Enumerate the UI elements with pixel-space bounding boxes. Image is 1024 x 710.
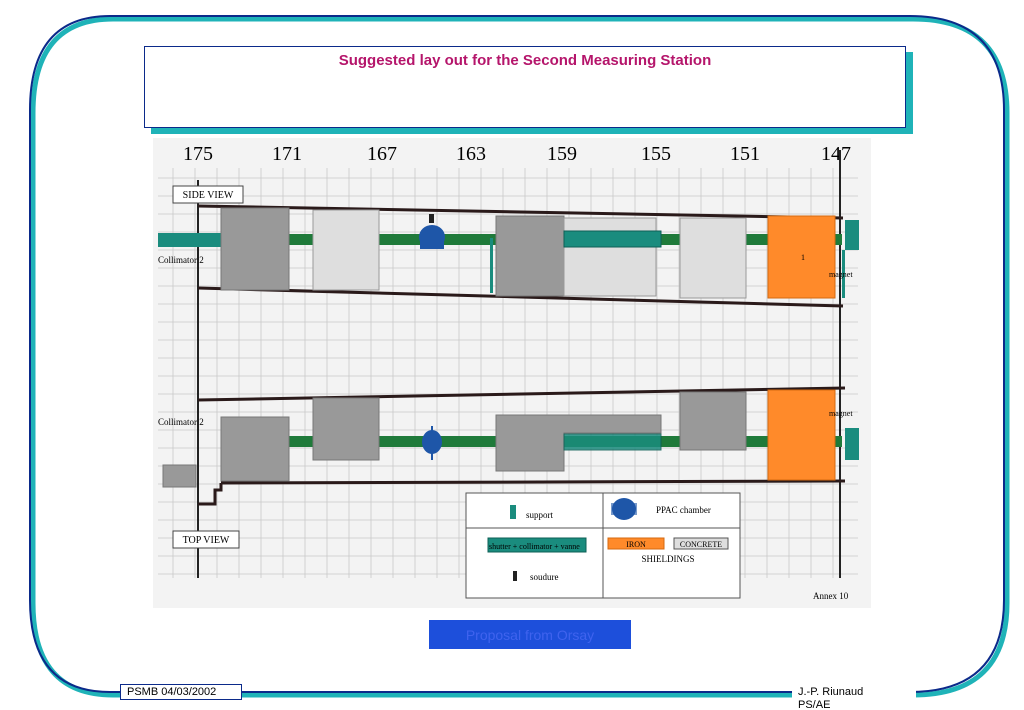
- legend-iron-swatch: [607, 537, 665, 550]
- legend-soudure-swatch: [513, 571, 517, 581]
- annex-label: Annex 10: [813, 591, 849, 601]
- marker-one: 1: [801, 253, 805, 262]
- side-view-label: SIDE VIEW: [183, 190, 234, 201]
- side-concrete-block-4: [563, 217, 657, 297]
- legend-support-swatch: [510, 505, 516, 519]
- legend-shutter-label: shutter + collimator + vanne: [489, 542, 580, 551]
- scale-label-151: 151: [730, 143, 760, 165]
- top-view-label: TOP VIEW: [183, 535, 230, 546]
- collimator-label-side: Collimator 2: [158, 255, 204, 265]
- side-support: [490, 238, 493, 293]
- side-upper-envelope: [197, 204, 844, 220]
- side-soudure: [429, 214, 434, 223]
- scale-label-155: 155: [641, 143, 671, 165]
- side-collimator-block: [158, 233, 222, 247]
- footer-date: PSMB 04/03/2002: [120, 684, 242, 700]
- side-concrete-block-2: [312, 209, 380, 291]
- top-concrete-block-1: [220, 416, 290, 482]
- scale-label-171: 171: [272, 143, 302, 165]
- top-concrete-block-2: [312, 397, 380, 461]
- legend-soudure-label: soudure: [530, 572, 559, 582]
- legend-iron-label: IRON: [626, 540, 646, 549]
- side-shutter-collimator: [563, 230, 662, 248]
- footer-author-dept: PS/AE: [798, 699, 831, 710]
- slide-title: Suggested lay out for the Second Measuri…: [338, 52, 712, 69]
- top-view-label-box: [172, 530, 240, 549]
- side-magnet: [845, 220, 859, 250]
- top-lower-envelope: [220, 479, 846, 485]
- scale-label-175: 175: [183, 143, 213, 165]
- proposal-banner: Proposal from Orsay: [429, 620, 631, 649]
- side-concrete-block-5: [679, 217, 747, 299]
- collimator-label-top: Collimator 2: [158, 417, 204, 427]
- top-envelope-step: [198, 483, 223, 506]
- scale-label-147: 147: [821, 143, 851, 165]
- top-upper-envelope: [197, 386, 846, 402]
- top-collimator-block: [162, 464, 197, 488]
- top-magnet: [845, 428, 859, 460]
- legend: support PPAC chamber shutter + collimato…: [465, 492, 741, 599]
- footer-author: J.-P. Riunaud PS/AE: [792, 686, 916, 710]
- legend-ppac-label: PPAC chamber: [656, 505, 711, 515]
- title-box: Suggested lay out for the Second Measuri…: [144, 46, 906, 128]
- legend-concrete-label: CONCRETE: [680, 540, 722, 549]
- legend-concrete-swatch: [673, 537, 729, 550]
- top-shutter-collimator: [563, 433, 662, 451]
- side-view-label-box: [172, 185, 244, 204]
- side-iron-shielding: [767, 215, 836, 299]
- side-lower-envelope: [197, 286, 844, 308]
- scale-label-159: 159: [547, 143, 577, 165]
- layout-diagram: 175 171 167 163 159 155 151 147 SIDE VIE…: [153, 138, 871, 608]
- legend-shieldings-label: SHIELDINGS: [642, 554, 695, 564]
- magnet-label-top: magnet: [829, 409, 853, 418]
- side-concrete-block-3: [495, 215, 565, 297]
- magnet-label-side: magnet: [829, 270, 853, 279]
- scale-label-163: 163: [456, 143, 486, 165]
- top-iron-shielding: [767, 389, 836, 481]
- legend-shutter-swatch: [487, 537, 587, 553]
- legend-support-label: support: [526, 510, 553, 520]
- footer-author-name: J.-P. Riunaud: [798, 686, 864, 698]
- scale-label-167: 167: [367, 143, 397, 165]
- side-concrete-block-1: [220, 207, 290, 291]
- top-concrete-block-4: [679, 391, 747, 451]
- top-concrete-block-3: [495, 414, 662, 472]
